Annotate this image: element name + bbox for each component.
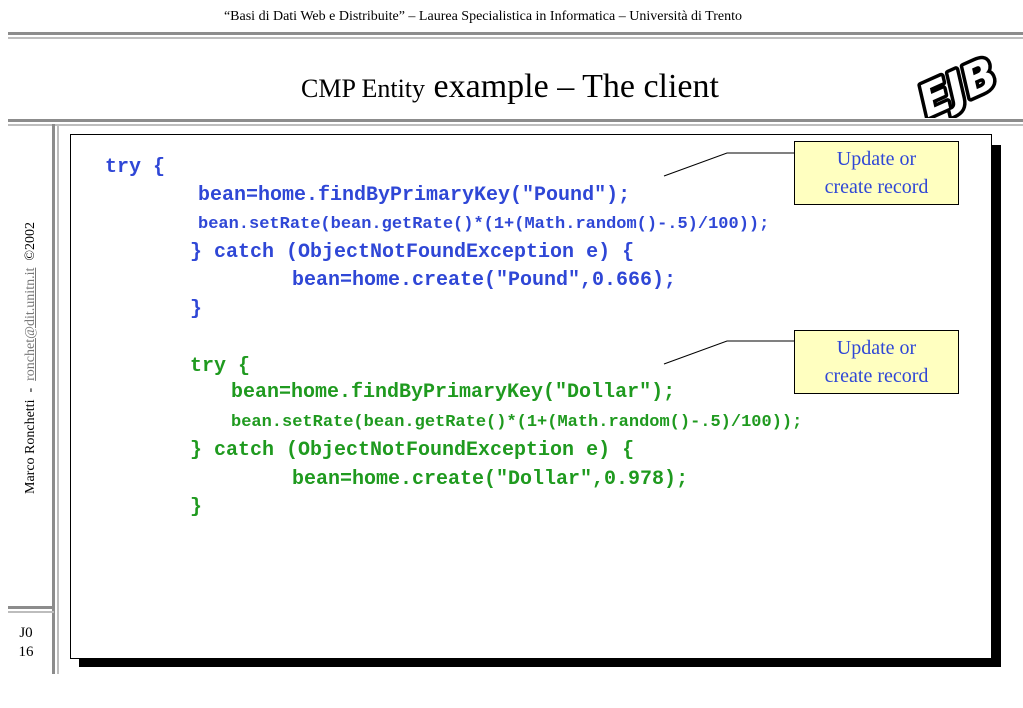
left-margin-rule: [52, 124, 55, 674]
author-name: Marco Ronchetti: [23, 399, 38, 495]
footer-rule-light: [8, 611, 54, 613]
code-line-close-pound: }: [190, 298, 203, 321]
footer-rule: [8, 606, 54, 609]
callout-line: create record: [824, 365, 929, 387]
code-line-create-dollar: bean=home.create("Dollar",0.978);: [292, 468, 689, 491]
slide-title-main: example – The client: [425, 68, 719, 105]
title-rule: [8, 119, 1023, 122]
top-rule-light: [8, 37, 1023, 39]
callout-line: create record: [824, 176, 929, 198]
code-line-catch-dollar: } catch (ObjectNotFoundException e) {: [190, 439, 635, 462]
code-line-try-pound: try {: [105, 156, 166, 179]
code-line-create-pound: bean=home.create("Pound",0.666);: [292, 269, 677, 292]
left-margin-rule-light: [57, 124, 59, 674]
callout-update-or-create: Update or create record: [794, 330, 959, 394]
credit-separator: -: [23, 387, 38, 393]
code-line-setrate-dollar: bean.setRate(bean.getRate()*(1+(Math.ran…: [231, 413, 803, 432]
code-line-try-dollar: try {: [190, 355, 251, 378]
code-line-catch-pound: } catch (ObjectNotFoundException e) {: [190, 241, 635, 264]
callout-line: Update or: [836, 148, 917, 170]
title-rule-light: [8, 124, 1023, 126]
slide-title-prefix: CMP Entity: [301, 74, 426, 103]
code-line-find-dollar: bean=home.findByPrimaryKey("Dollar");: [231, 381, 676, 404]
ejb-logo: EJB: [908, 45, 1008, 118]
slide-title: CMP Entity example – The client: [0, 68, 1020, 106]
author-email-link[interactable]: ronchet@dit.unitn.it: [23, 267, 38, 381]
code-line-close-dollar: }: [190, 496, 203, 519]
content-box: [70, 134, 992, 659]
callout-line: Update or: [836, 337, 917, 359]
slide-page: 16: [18, 644, 34, 660]
course-header: “Basi di Dati Web e Distribuite” – Laure…: [223, 9, 743, 24]
author-credit: Marco Ronchetti - ronchet@dit.unitn.it ©…: [23, 222, 39, 494]
callout-update-or-create: Update or create record: [794, 141, 959, 205]
ejb-logo-text: EJB: [911, 48, 1005, 118]
top-rule: [8, 32, 1023, 35]
copyright-text: ©2002: [23, 221, 38, 261]
code-line-find-pound: bean=home.findByPrimaryKey("Pound");: [198, 184, 631, 207]
slide-code: J0: [19, 625, 33, 641]
code-line-setrate-pound: bean.setRate(bean.getRate()*(1+(Math.ran…: [198, 215, 770, 234]
